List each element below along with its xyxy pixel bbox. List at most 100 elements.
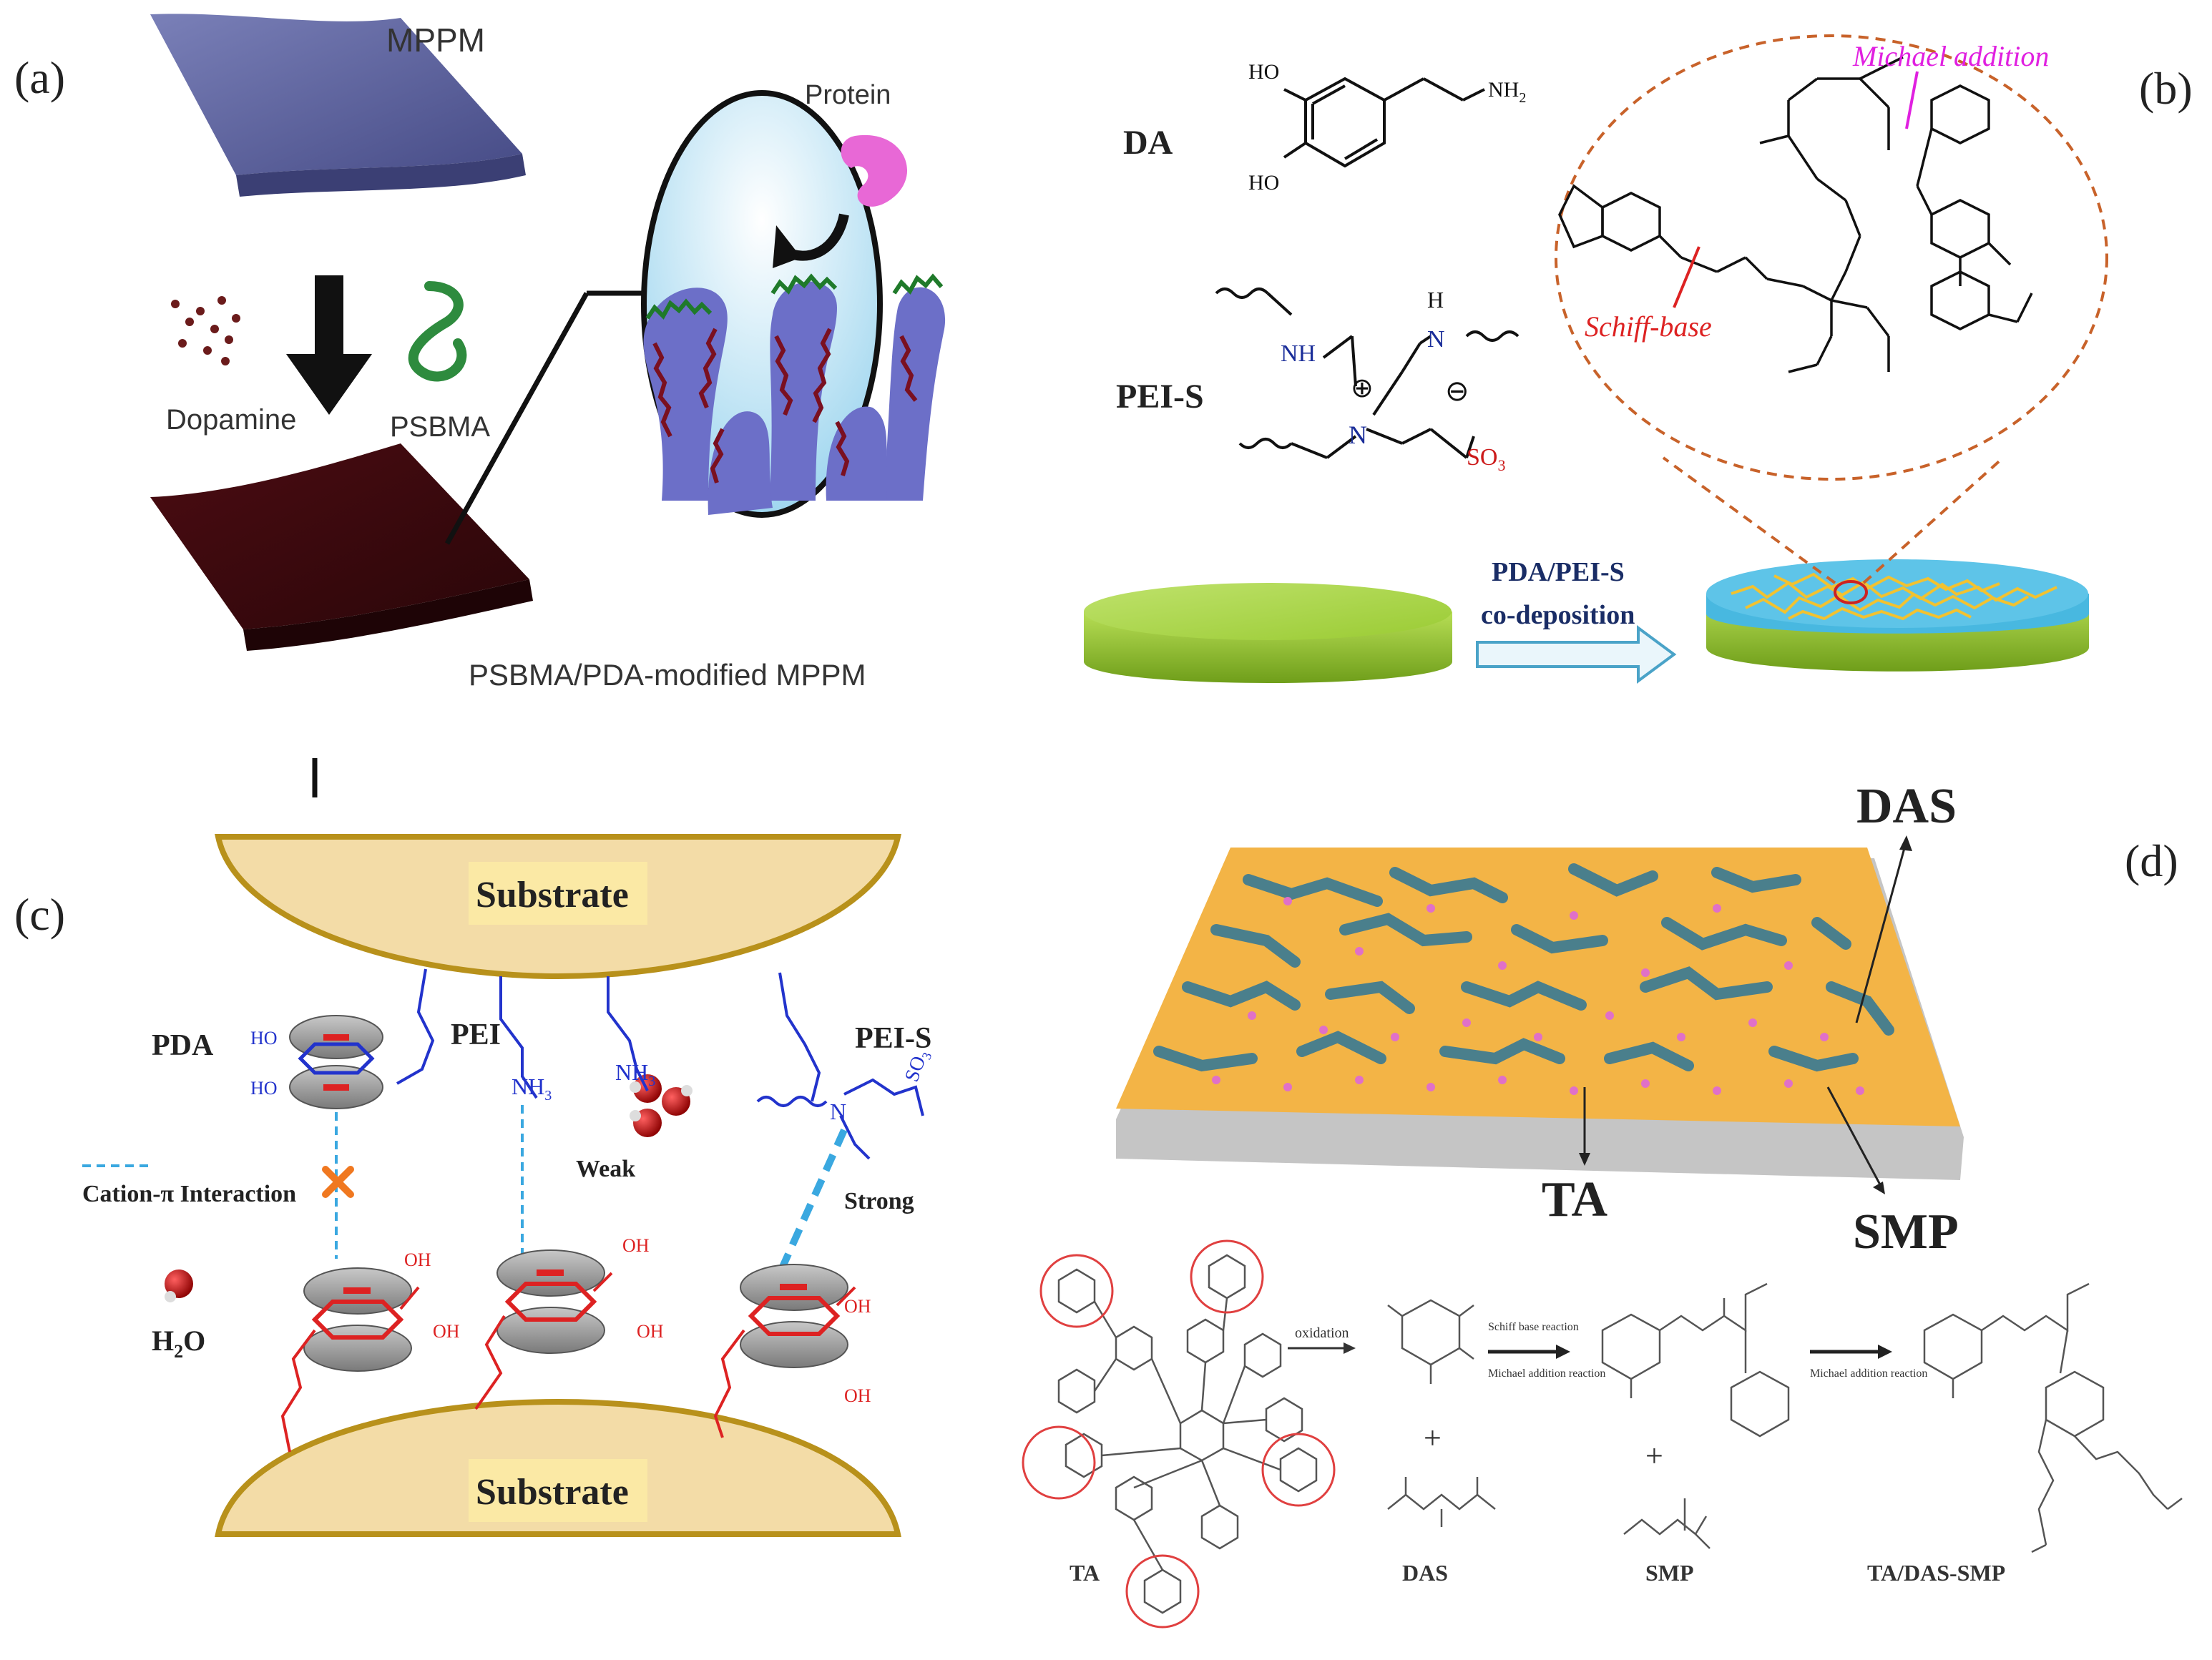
- coated-disc: [1706, 559, 2089, 672]
- pei-s-n-top: N: [1427, 326, 1445, 353]
- reaction-arrowhead-1: [1556, 1345, 1570, 1359]
- ta-label: TA: [1542, 1172, 1607, 1227]
- panel-b: (b) DA HO HO NH2 PEI-S NH H N: [1084, 34, 2193, 684]
- oh-6: OH: [844, 1385, 871, 1406]
- scheme-smp-label: SMP: [1645, 1560, 1694, 1586]
- das-label: DAS: [1856, 779, 1957, 834]
- oh-2: OH: [433, 1321, 460, 1342]
- smp-arrowhead: [1873, 1182, 1885, 1194]
- da-ho-1: HO: [1248, 60, 1279, 84]
- cation-pi-label: Cation-π Interaction: [82, 1181, 296, 1207]
- pei-nh3: NH3: [512, 1074, 552, 1104]
- zoom-structure: [1558, 56, 2033, 373]
- pda-ho-2: HO: [250, 1078, 278, 1099]
- pei-s-interaction-line: [776, 1128, 848, 1275]
- bottom-chains: [280, 1272, 856, 1453]
- panel-a-label: (a): [14, 52, 65, 103]
- oh-3: OH: [622, 1235, 650, 1256]
- substrate-bottom-label: Substrate: [476, 1472, 629, 1513]
- pei-s-n-center: N: [1349, 421, 1367, 449]
- pda-label: PDA: [152, 1029, 214, 1062]
- pei-s-label-c: PEI-S: [855, 1022, 931, 1055]
- psbma-label: PSBMA: [390, 411, 490, 443]
- no-interaction-x-icon: [322, 1166, 354, 1198]
- codeposition-line-1: PDA/PEI-S: [1492, 557, 1625, 587]
- ta-structure: [1057, 1254, 1318, 1614]
- water-icon: [165, 1269, 193, 1302]
- dopamine-structure: [1283, 77, 1485, 168]
- polymer-chains: [645, 273, 944, 483]
- scheme-plus-2: +: [1645, 1438, 1663, 1473]
- schiff-reaction-label: Schiff base reaction: [1488, 1321, 1579, 1333]
- panel-b-label: (b): [2139, 63, 2193, 114]
- pillars: [643, 281, 946, 515]
- surface-3d: [1116, 848, 1964, 1180]
- michael-addition-label: Michael addition: [1852, 40, 2049, 72]
- smp-arrow: [1826, 1086, 1883, 1188]
- panel-c: (c) Substrate Substrate PDA PEI PEI-S Ca…: [14, 834, 934, 1537]
- protein-label: Protein: [805, 80, 891, 110]
- das-arrow: [1855, 840, 1908, 1023]
- oh-1: OH: [404, 1249, 431, 1270]
- top-chains: [396, 968, 924, 1160]
- product-structure: [1923, 1282, 2183, 1553]
- michael-reaction-label: Michael addition reaction: [1488, 1367, 1605, 1380]
- scheme-das-label: DAS: [1402, 1560, 1448, 1586]
- schiff-arrow: [1673, 246, 1700, 308]
- panel-d: (d): [1022, 779, 2183, 1629]
- modified-membrane: [150, 443, 533, 651]
- scheme-product-label: TA/DAS-SMP: [1867, 1560, 2005, 1586]
- pei-s-structure: [1215, 288, 1519, 459]
- michael-arrow: [1905, 71, 1919, 129]
- da-ho-2: HO: [1248, 171, 1279, 195]
- pei-s-nh: NH: [1281, 340, 1316, 367]
- zoom-circle: Protein: [641, 80, 946, 518]
- down-arrow: [286, 275, 372, 415]
- pei-s-h: H: [1427, 287, 1444, 313]
- schiff-base-label: Schiff-base: [1585, 310, 1712, 343]
- reaction-arrowhead-2: [1878, 1345, 1892, 1359]
- zoom-line-1: [444, 292, 589, 545]
- dopamine-dots: [171, 296, 240, 365]
- pda-ho-1: HO: [250, 1028, 278, 1048]
- oxidation-label: oxidation: [1295, 1325, 1349, 1341]
- codeposition-line-2: co-deposition: [1481, 600, 1635, 630]
- smp-label: SMP: [1853, 1204, 1959, 1259]
- green-disc: [1084, 583, 1452, 683]
- panel-a: (a) MPPM Dopamine PSBMA PSBMA/PDA-modif: [14, 14, 946, 797]
- pda-ring-top: [289, 1015, 383, 1109]
- oh-4: OH: [637, 1321, 664, 1342]
- substrate-bottom: [215, 1398, 901, 1537]
- mppm-membrane: [150, 14, 526, 197]
- oh-5: OH: [844, 1296, 871, 1317]
- strong-label: Strong: [844, 1188, 914, 1214]
- psbma-squiggle: [408, 281, 467, 382]
- substrate-top-label: Substrate: [476, 875, 629, 915]
- pei-s-plus: ⊕: [1351, 373, 1374, 403]
- pei-nh3-b: NH3: [615, 1059, 655, 1089]
- pei-label: PEI: [451, 1018, 501, 1051]
- das-structure: [1387, 1477, 1496, 1527]
- substrate-top: [215, 834, 901, 980]
- smp-structure: [1623, 1498, 1711, 1549]
- zoom-ellipse: [1555, 34, 2108, 584]
- da-label: DA: [1123, 124, 1173, 162]
- mppm-label: MPPM: [386, 21, 485, 59]
- panel-c-label: (c): [14, 889, 65, 940]
- codeposition-arrow-icon: [1476, 625, 1677, 684]
- protein-icon: [841, 134, 908, 207]
- intermediate-structure: [1601, 1282, 1790, 1438]
- oxidation-arrowhead: [1344, 1342, 1356, 1354]
- pei-s-n: N: [830, 1099, 846, 1124]
- da-nh2: NH2: [1488, 78, 1526, 106]
- scheme-ta-label: TA: [1070, 1560, 1100, 1586]
- ta-arrowhead: [1579, 1153, 1590, 1166]
- h2o-label: H2O: [152, 1325, 205, 1362]
- weak-label: Weak: [576, 1156, 635, 1182]
- dopamine-label: Dopamine: [166, 404, 296, 436]
- quinone-structure: [1387, 1299, 1474, 1384]
- modified-membrane-label: PSBMA/PDA-modified MPPM: [469, 658, 866, 692]
- das-arrowhead: [1899, 835, 1912, 851]
- galloyl-circles: [1022, 1239, 1336, 1629]
- scheme-plus-1: +: [1424, 1420, 1442, 1455]
